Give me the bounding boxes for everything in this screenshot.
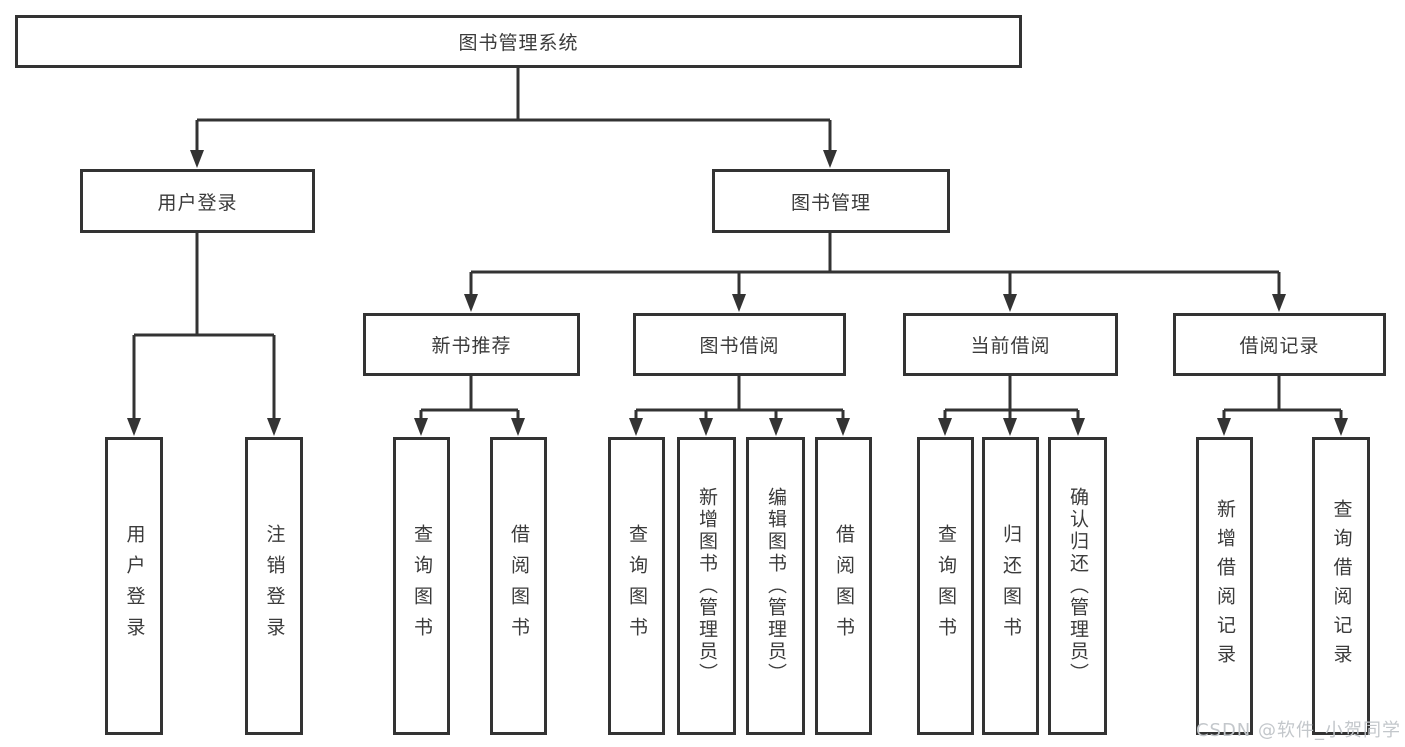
node-label: 新增图书（管理员） [696, 487, 718, 685]
node-label: 注销登录 [263, 524, 286, 648]
node-label: 新增借阅记录 [1214, 499, 1236, 673]
node-new-book-recommend: 新书推荐 [363, 313, 580, 376]
leaf-user-login: 用户登录 [105, 437, 163, 735]
arrow-down-icon [1272, 294, 1286, 312]
arrow-down-icon [127, 418, 141, 436]
leaf-confirm-return-admin: 确认归还（管理员） [1048, 437, 1107, 735]
leaf-borrow-books-borrow: 借阅图书 [815, 437, 872, 735]
arrow-down-icon [1071, 418, 1085, 436]
node-label: 归还图书 [1000, 524, 1022, 648]
node-label: 借阅图书 [508, 524, 530, 648]
node-label: 查询借阅记录 [1330, 499, 1353, 673]
leaf-edit-books-admin: 编辑图书（管理员） [746, 437, 805, 735]
node-library-system: 图书管理系统 [15, 15, 1022, 68]
arrow-down-icon [769, 418, 783, 436]
node-label: 查询图书 [411, 524, 433, 648]
node-current-borrow: 当前借阅 [903, 313, 1118, 376]
leaf-query-books-borrow: 查询图书 [608, 437, 665, 735]
leaf-return-books: 归还图书 [982, 437, 1039, 735]
arrow-down-icon [1334, 418, 1348, 436]
csdn-watermark: CSDN @软件_小贺同学 [1195, 720, 1401, 741]
arrow-down-icon [190, 150, 204, 168]
arrow-down-icon [732, 294, 746, 312]
arrow-down-icon [267, 418, 281, 436]
node-book-management: 图书管理 [712, 169, 950, 233]
connector-lines [132, 68, 1343, 418]
node-label: 用户登录 [157, 191, 238, 214]
arrow-down-icon [836, 418, 850, 436]
leaf-borrow-books-recommend: 借阅图书 [490, 437, 547, 735]
node-label: 当前借阅 [970, 335, 1051, 357]
node-label: 图书管理系统 [458, 32, 579, 54]
arrow-down-icon [511, 418, 525, 436]
arrow-down-icon [1003, 294, 1017, 312]
leaf-add-books-admin: 新增图书（管理员） [677, 437, 736, 735]
node-label: 查询图书 [626, 524, 648, 648]
leaf-add-borrow-record: 新增借阅记录 [1196, 437, 1253, 735]
arrow-down-icon [823, 150, 837, 168]
arrow-down-icon [938, 418, 952, 436]
arrow-down-icon [464, 294, 478, 312]
node-book-borrow: 图书借阅 [633, 313, 846, 376]
arrow-down-icon [1217, 418, 1231, 436]
node-label: 确认归还（管理员） [1067, 487, 1089, 685]
node-label: 编辑图书（管理员） [765, 487, 787, 685]
node-borrow-records: 借阅记录 [1173, 313, 1386, 376]
node-label: 用户登录 [123, 524, 146, 648]
arrow-down-icon [629, 418, 643, 436]
node-label: 新书推荐 [431, 335, 512, 357]
node-label: 借阅记录 [1239, 335, 1320, 357]
arrowheads [127, 150, 1348, 436]
node-label: 图书借阅 [699, 335, 780, 357]
arrow-down-icon [1003, 418, 1017, 436]
leaf-query-books-current: 查询图书 [917, 437, 974, 735]
node-label: 借阅图书 [833, 524, 855, 648]
node-label: 查询图书 [935, 524, 957, 648]
node-user-login-group: 用户登录 [80, 169, 315, 233]
node-label: 图书管理 [790, 191, 871, 214]
arrow-down-icon [699, 418, 713, 436]
leaf-logout-login: 注销登录 [245, 437, 303, 735]
leaf-query-borrow-record: 查询借阅记录 [1312, 437, 1370, 735]
leaf-query-books-recommend: 查询图书 [393, 437, 450, 735]
arrow-down-icon [414, 418, 428, 436]
